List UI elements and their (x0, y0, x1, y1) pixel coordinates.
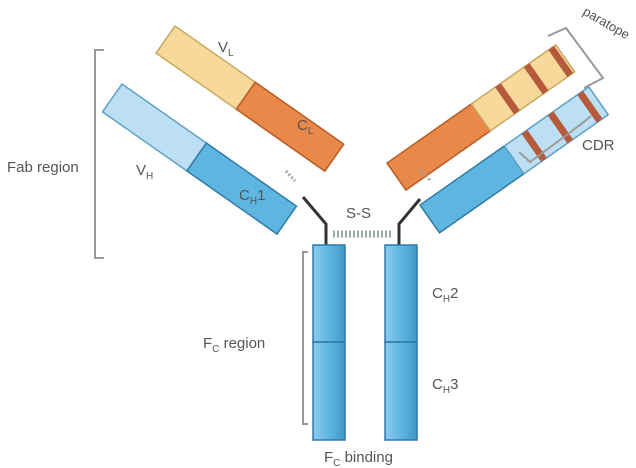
left-cl-domain (235, 81, 345, 173)
left-vl-domain (155, 24, 257, 111)
vl-label: VL (218, 39, 234, 59)
left-hinge (301, 196, 328, 245)
cdr-band (548, 45, 574, 78)
left-interchain-bond (284, 169, 297, 183)
fc-right-stem (384, 244, 418, 441)
fab-region-label: Fab region (7, 159, 79, 176)
vh-label: VH (136, 162, 153, 182)
cdr-label: CDR (582, 137, 615, 154)
fc-region-label: FC region (203, 335, 265, 355)
cl-label: CL (297, 117, 314, 137)
ch1-label: CH1 (239, 187, 265, 207)
right-vh-domain (503, 85, 610, 175)
cdr-band (523, 63, 549, 95)
fc-left-stem (312, 244, 346, 441)
left-ch1-domain (185, 142, 298, 236)
right-hinge (397, 198, 422, 245)
paratope-label: paratope (581, 4, 633, 43)
left-vh-domain (101, 82, 208, 172)
cdr-band (495, 83, 520, 115)
paratope-bracket (547, 26, 605, 89)
fc-binding-label: FC binding (324, 449, 393, 468)
left-fab-arm (101, 82, 298, 236)
right-light-chain (385, 43, 576, 192)
cdr-band (577, 90, 603, 123)
fab-region-bracket (94, 49, 104, 259)
cdr-bracket (518, 115, 592, 164)
left-light-chain (155, 24, 345, 173)
ch2-label: CH2 (432, 285, 458, 305)
ch3-label: CH3 (432, 376, 458, 396)
ss-label: S-S (346, 205, 371, 222)
right-vl-domain (470, 43, 576, 132)
fc-region-bracket (302, 251, 308, 425)
